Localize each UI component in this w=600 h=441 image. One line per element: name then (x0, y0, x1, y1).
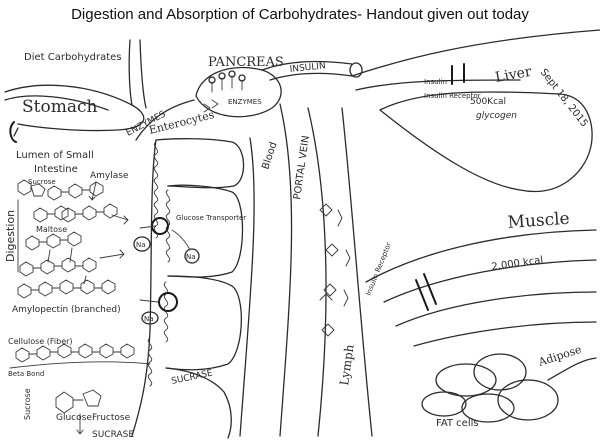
enterocytes-drawing (131, 138, 245, 439)
glycogen-label: glycogen (476, 111, 517, 121)
cellulose-label: Cellulose (Fiber) (8, 337, 73, 346)
insulin-receptor-liver-label-a: Insulin (424, 78, 447, 86)
muscle-drawing (365, 229, 597, 347)
amylopectin-label: Amylopectin (branched) (12, 305, 121, 315)
amylase-label: Amylase (90, 171, 129, 181)
intestine-label: Intestine (34, 164, 78, 175)
sucrose-top-label: Sucrose (28, 178, 56, 186)
molecule-sketches (9, 179, 151, 435)
diet-carbohydrates-label: Diet Carbohydrates (24, 52, 122, 63)
pancreas-label: PANCREAS (208, 55, 284, 70)
fat-cells-label: FAT cells (436, 418, 479, 429)
liver-drawing (379, 63, 593, 193)
adipose-drawing (421, 353, 597, 423)
stomach-label: Stomach (22, 97, 97, 117)
liver-label: Liver (494, 64, 533, 86)
maltose-label: Maltose (36, 225, 67, 234)
vessels-drawing (239, 29, 600, 437)
sucrose-bottom-label: Sucrose (23, 388, 32, 420)
date-label: Sept 18, 2015 (538, 67, 590, 129)
glucose-label: Glucose (56, 413, 92, 423)
na-label-3: Na (144, 315, 154, 323)
muscle-kcal-label: 2,000 kcal (491, 255, 544, 273)
beta-bond-label: Beta Bond (8, 370, 44, 378)
insulin-receptor-muscle-label: Insulin Receptor (364, 241, 393, 296)
sucrase-mid-label: SUCRASE (171, 368, 214, 387)
muscle-label: Muscle (507, 209, 570, 233)
na-label-1: Na (136, 241, 146, 249)
insulin-label: INSULIN (289, 61, 326, 75)
stomach-drawing (4, 39, 147, 143)
liver-kcal-label: 500Kcal (470, 97, 506, 107)
glucose-transporter-label: Glucose Transporter (176, 214, 246, 222)
digestion-label: Digestion (4, 210, 17, 262)
portal-vein-label: PORTAL VEIN (292, 135, 312, 201)
pancreas-drawing (135, 60, 363, 141)
na-label-2: Na (186, 253, 196, 261)
adipose-label: Adipose (536, 343, 583, 369)
page-title: Digestion and Absorption of Carbohydrate… (71, 6, 529, 23)
enzymes-pancreas-label: ENZYMES (228, 98, 262, 106)
lymph-label: Lymph (337, 343, 357, 386)
fructose-label: Fructose (92, 413, 131, 423)
sucrase-bottom-label: SUCRASE (92, 430, 134, 440)
blood-label: Blood (260, 141, 279, 171)
insulin-receptor-liver-label: Insulin Receptor (424, 92, 481, 100)
lumen-label: Lumen of Small (16, 150, 94, 161)
